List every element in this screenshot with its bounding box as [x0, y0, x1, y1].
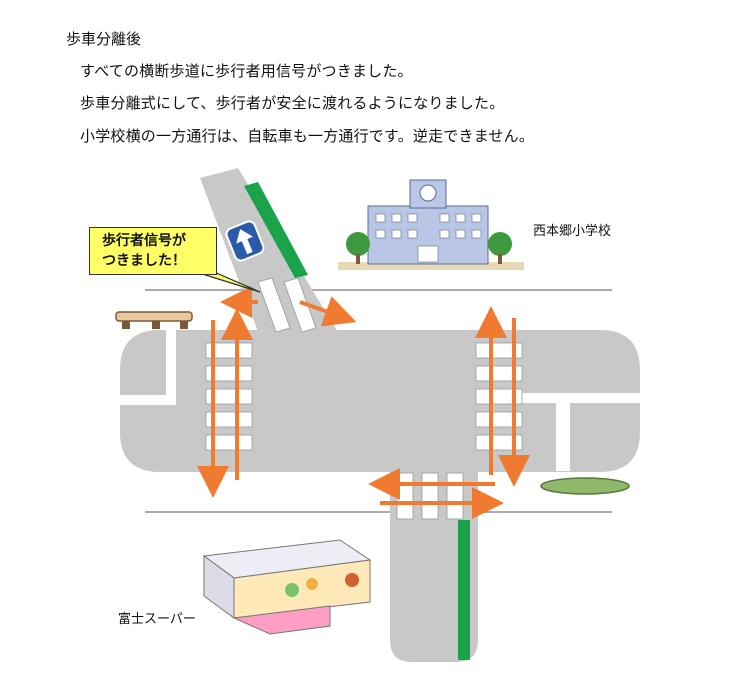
crosswalk-west [205, 342, 253, 451]
hedge [540, 477, 630, 495]
school-label: 西本郷小学校 [533, 224, 612, 239]
crosswalk-south [396, 472, 464, 520]
pedestrian-arrows [197, 286, 530, 519]
supermarket-building [202, 539, 372, 635]
bike-lane-oneway [244, 182, 308, 278]
pedestrian-signal-callout: 歩行者信号が つきました！ [89, 227, 217, 275]
description-line-1: すべての横断歩道に歩行者用信号がつきました。 [80, 62, 413, 80]
one-way-arrow-icon [225, 220, 265, 262]
bike-lane-south [458, 520, 470, 660]
crosswalk-north [257, 277, 317, 333]
side-path-right [520, 393, 640, 403]
description-line-2: 歩車分離式にして、歩行者が安全に渡れるようになりました。 [80, 94, 505, 112]
oneway-road [200, 168, 338, 332]
bench-icon [115, 311, 193, 329]
crosswalk-east [475, 342, 523, 451]
page-heading: 歩車分離後 [66, 30, 142, 48]
side-path-left [166, 330, 176, 400]
callout-line-1: 歩行者信号が [102, 233, 186, 249]
description-line-3: 小学校横の一方通行は、自転車も一方通行です。逆走できません。 [80, 127, 535, 145]
callout-line-2: つきました！ [102, 253, 186, 269]
supermarket-label: 富士スーパー [118, 612, 196, 627]
school-building [338, 179, 524, 270]
